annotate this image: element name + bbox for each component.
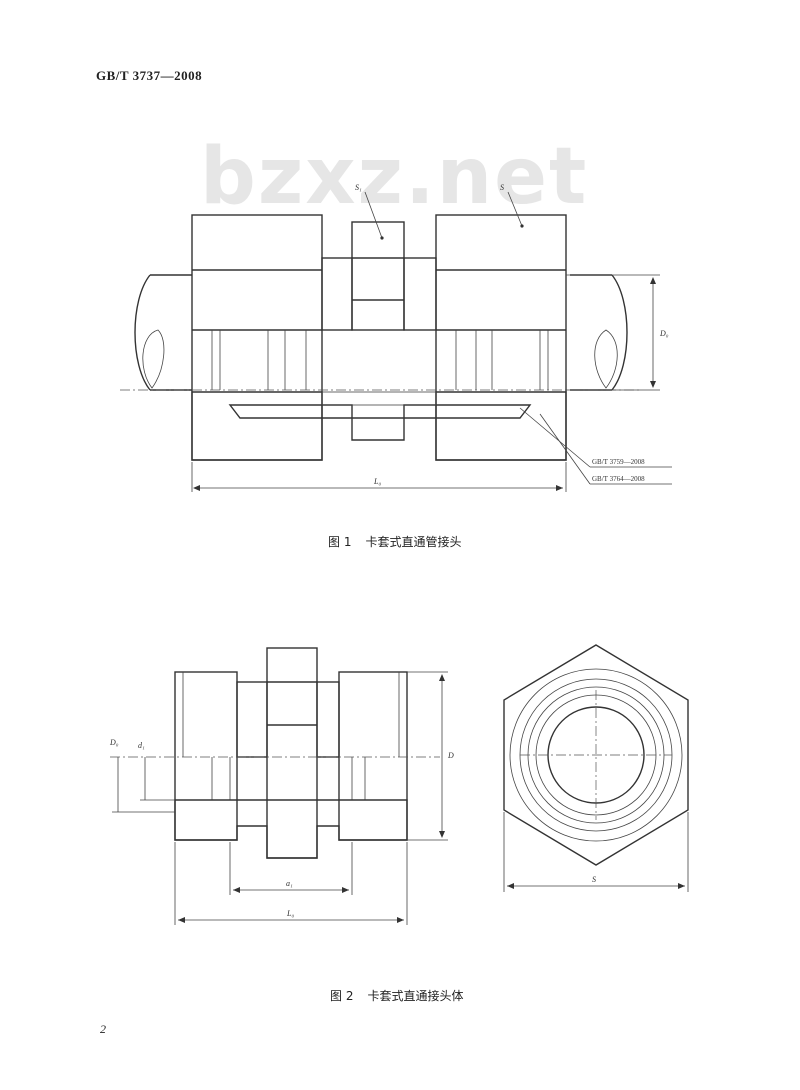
fig2-label-d0: D₀ — [109, 738, 119, 747]
fig1-label-d0: D₀ — [659, 329, 669, 338]
figure1-drawing — [120, 191, 672, 492]
watermark: bzxz.net — [200, 132, 589, 222]
figure1-caption: 图 1 卡套式直通管接头 — [328, 533, 461, 550]
page-number: 2 — [100, 1022, 106, 1036]
center-hex — [351, 221, 405, 331]
figure2-caption: 图 2 卡套式直通接头体 — [330, 987, 463, 1004]
fig1-label-s1: S₁ — [355, 183, 362, 192]
fig1-ref-1: GB/T 3759—2008 — [592, 458, 645, 466]
fig1-label-l0: L₀ — [373, 477, 381, 486]
document-header: GB/T 3737—2008 — [96, 68, 203, 83]
fig1-ref-2: GB/T 3764—2008 — [592, 475, 645, 483]
figure1-caption-text: 卡套式直通管接头 — [365, 535, 462, 549]
left-tube — [150, 274, 192, 391]
fig2-hexagon — [503, 644, 689, 866]
figure2-end-view — [503, 644, 689, 892]
fig2-label-d: D — [447, 751, 454, 760]
figure2-caption-number: 图 2 — [330, 989, 354, 1003]
figure2-side-view — [110, 647, 448, 925]
left-nut — [191, 214, 323, 461]
fig2-label-a1: a₁ — [286, 879, 293, 888]
figure1-caption-number: 图 1 — [328, 535, 352, 549]
figure2-caption-text: 卡套式直通接头体 — [367, 989, 464, 1003]
fig2-label-d1: d₁ — [138, 741, 145, 750]
right-tube — [570, 274, 612, 391]
fig2-label-s: S — [592, 875, 596, 884]
fig1-label-s: S — [500, 183, 504, 192]
fig2-label-l0: L₀ — [286, 909, 294, 918]
fig2-center-hex — [266, 647, 318, 859]
